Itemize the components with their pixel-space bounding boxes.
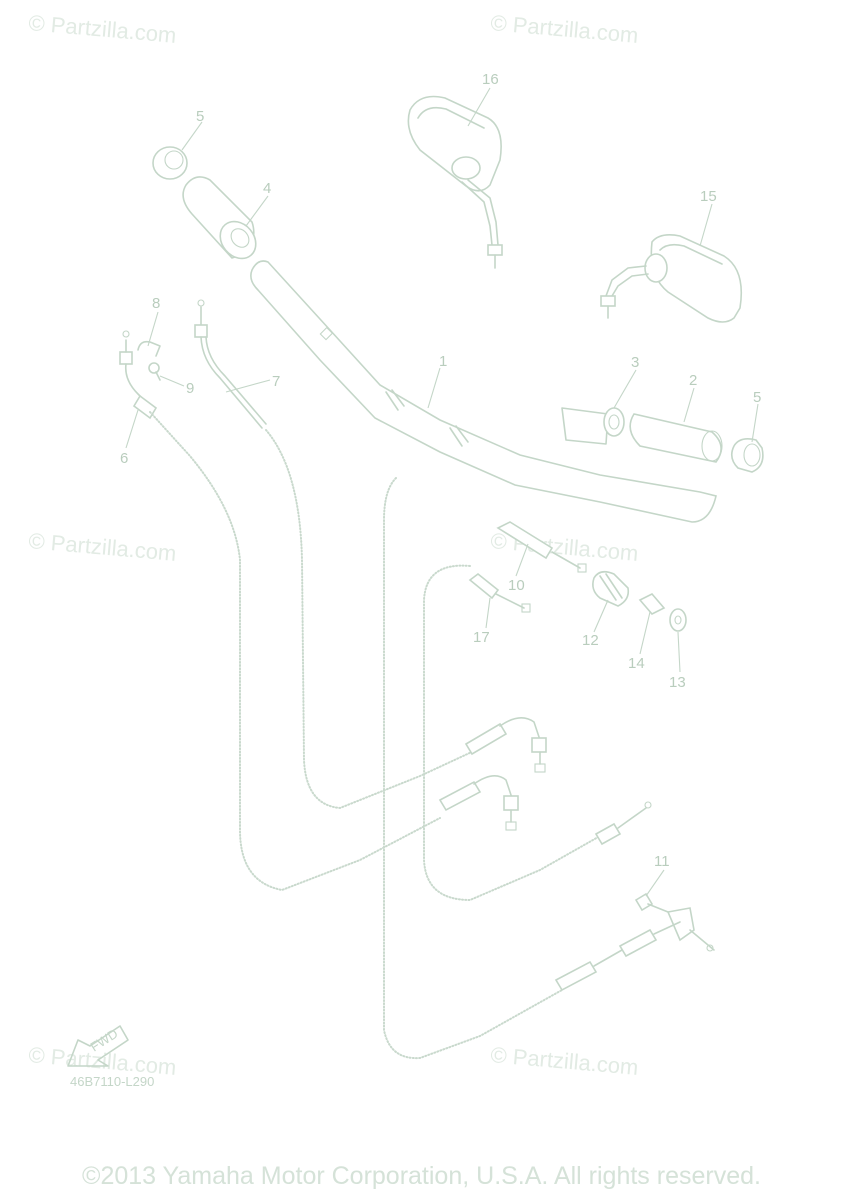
part-13-washer <box>669 608 687 632</box>
part-15-mirror-right <box>600 234 743 323</box>
control-cables <box>149 411 601 1060</box>
callout-5-lower: 5 <box>753 389 761 406</box>
part-10-cable-connector <box>496 521 587 573</box>
watermark-bottom-right: © Partzilla.com <box>490 1042 640 1080</box>
part-9-screw <box>148 362 161 381</box>
watermark-top-left: © Partzilla.com <box>28 10 178 48</box>
callout-3: 3 <box>631 354 639 371</box>
part-4-throttle-grip <box>182 176 257 260</box>
callout-17: 17 <box>473 629 490 646</box>
callout-13: 13 <box>669 674 686 691</box>
part-11-bracket-bolt <box>634 892 715 952</box>
callout-16: 16 <box>482 71 499 88</box>
cable-end-fitting-lower <box>438 775 519 831</box>
part-2-left-grip <box>629 413 723 463</box>
callout-leaders <box>125 87 759 897</box>
callout-1: 1 <box>439 353 447 370</box>
callout-11: 11 <box>654 853 670 870</box>
part-16-mirror-upper <box>407 95 503 269</box>
watermark-mid-left: © Partzilla.com <box>28 528 178 566</box>
part-14-adjuster-bolt <box>638 593 666 615</box>
callout-15: 15 <box>700 188 717 205</box>
part-12-adjuster-housing <box>592 570 630 607</box>
diagram-reference-code: 46B7110-L290 <box>70 1074 154 1089</box>
lower-cable-sleeve <box>554 921 681 992</box>
callout-12: 12 <box>582 632 599 649</box>
callout-14: 14 <box>628 655 645 672</box>
callout-9: 9 <box>186 380 194 397</box>
part-17-switch-lead <box>468 572 531 613</box>
copyright-notice: ©2013 Yamaha Motor Corporation, U.S.A. A… <box>82 1162 761 1190</box>
callout-10: 10 <box>508 577 525 594</box>
callout-numbers: 5 4 16 15 1 3 2 5 8 9 7 6 10 17 12 14 13… <box>120 71 761 870</box>
callout-2: 2 <box>689 372 697 389</box>
callout-7: 7 <box>272 373 280 390</box>
callout-6: 6 <box>120 450 128 467</box>
cable-end-fitting-right <box>594 801 652 846</box>
part-8-clip <box>137 340 161 357</box>
part-3-collar <box>561 407 625 445</box>
part-6-cable-end <box>119 330 158 420</box>
part-5-grip-end-upper <box>152 146 188 180</box>
callout-5-upper: 5 <box>196 108 204 125</box>
cable-end-fitting-upper <box>464 717 547 773</box>
callout-4: 4 <box>263 180 271 197</box>
part-7-throttle-cable-end <box>194 299 267 429</box>
part-5-grip-end-lower <box>730 438 764 473</box>
part-1-handlebar <box>250 260 717 523</box>
watermark-top-right: © Partzilla.com <box>490 10 640 48</box>
callout-8: 8 <box>152 295 160 312</box>
